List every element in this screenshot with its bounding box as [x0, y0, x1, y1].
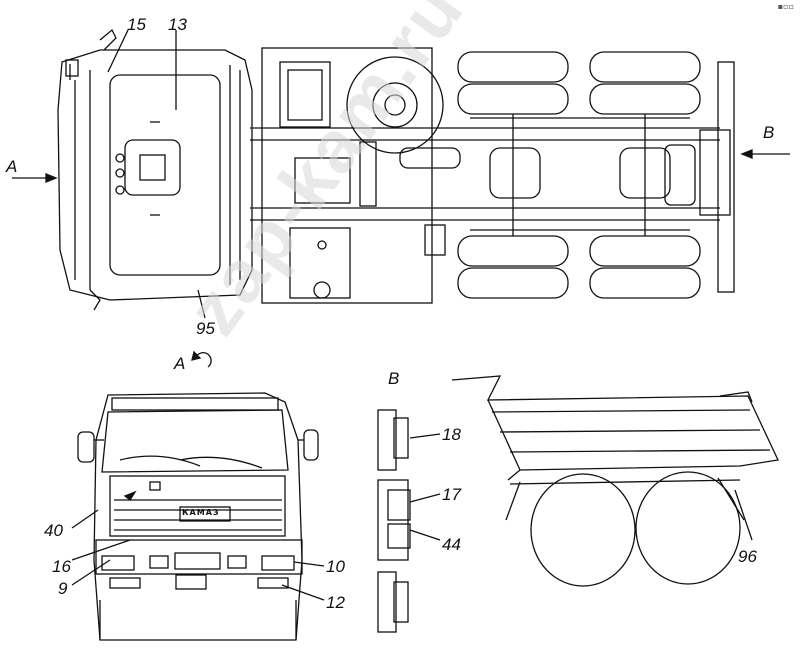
cab-top [57, 28, 253, 311]
rear-lights-view-b [377, 409, 441, 633]
view-b-arrow [740, 149, 790, 159]
callout-95: 95 [196, 319, 215, 338]
chassis-frame [250, 47, 720, 304]
view-a-title: A [174, 354, 186, 373]
rotate-symbol [191, 350, 212, 368]
truck-front-view [77, 392, 319, 641]
corner-mark: ▪▫▫ [777, 2, 794, 11]
view-a-arrow [12, 173, 58, 183]
callout-13: 13 [168, 15, 187, 34]
view-b-title: B [388, 369, 400, 388]
view-a-arrow-label: A [6, 157, 18, 176]
callout-9: 9 [58, 579, 68, 598]
callout-12: 12 [326, 593, 345, 612]
callout-17: 17 [442, 485, 461, 504]
callout-10: 10 [326, 557, 345, 576]
dump-body-side-view [451, 375, 779, 587]
cab-brand-plate: КАМАЗ [182, 508, 220, 517]
callout-96: 96 [738, 547, 757, 566]
callout-16: 16 [52, 557, 71, 576]
callout-18: 18 [442, 425, 461, 444]
view-b-arrow-label: B [763, 123, 775, 142]
callout-40: 40 [44, 521, 63, 540]
callout-44: 44 [442, 535, 461, 554]
callout-15: 15 [127, 15, 146, 34]
rear-axles [457, 51, 735, 299]
